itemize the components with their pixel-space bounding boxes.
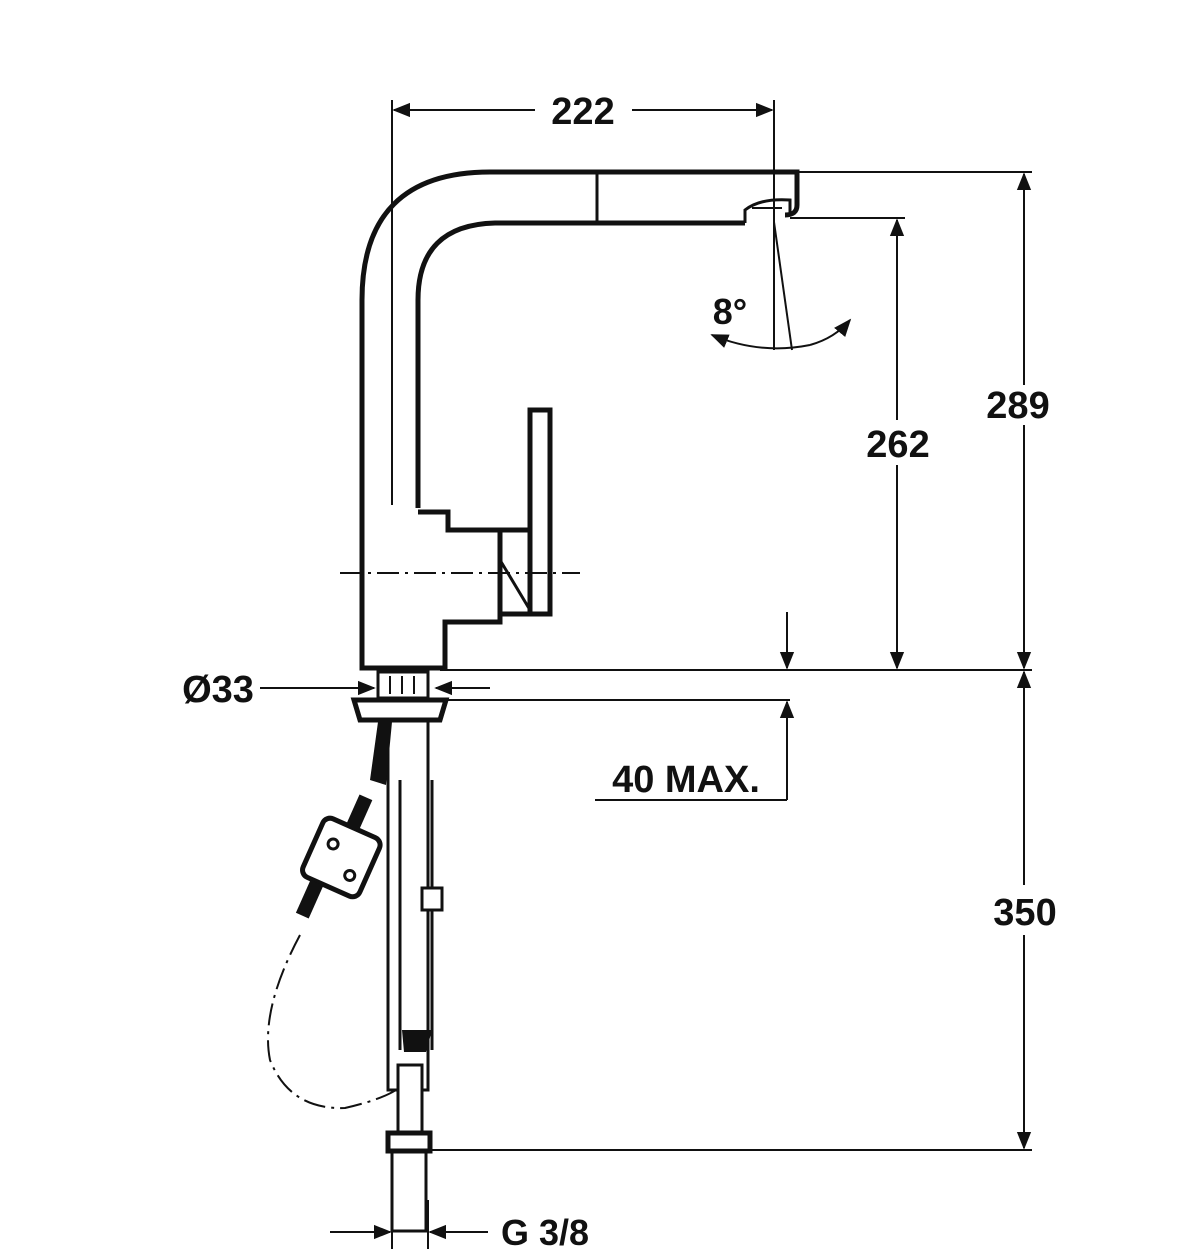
- dim-outlet-height: 262: [866, 424, 929, 466]
- faucet-outline: [340, 169, 800, 671]
- dim-max-counter-thickness: 40 MAX.: [612, 759, 760, 801]
- mounting-assembly: [267, 670, 450, 1233]
- dim-base-diameter: Ø33: [182, 669, 254, 711]
- dim-connection-thread: G 3/8: [501, 1212, 589, 1249]
- dim-spout-reach: 222: [551, 91, 614, 133]
- dim-hose-length: 350: [993, 892, 1056, 934]
- dimension-lines: [260, 100, 1032, 1249]
- dim-spout-angle: 8°: [713, 291, 747, 332]
- dim-total-height: 289: [986, 385, 1049, 427]
